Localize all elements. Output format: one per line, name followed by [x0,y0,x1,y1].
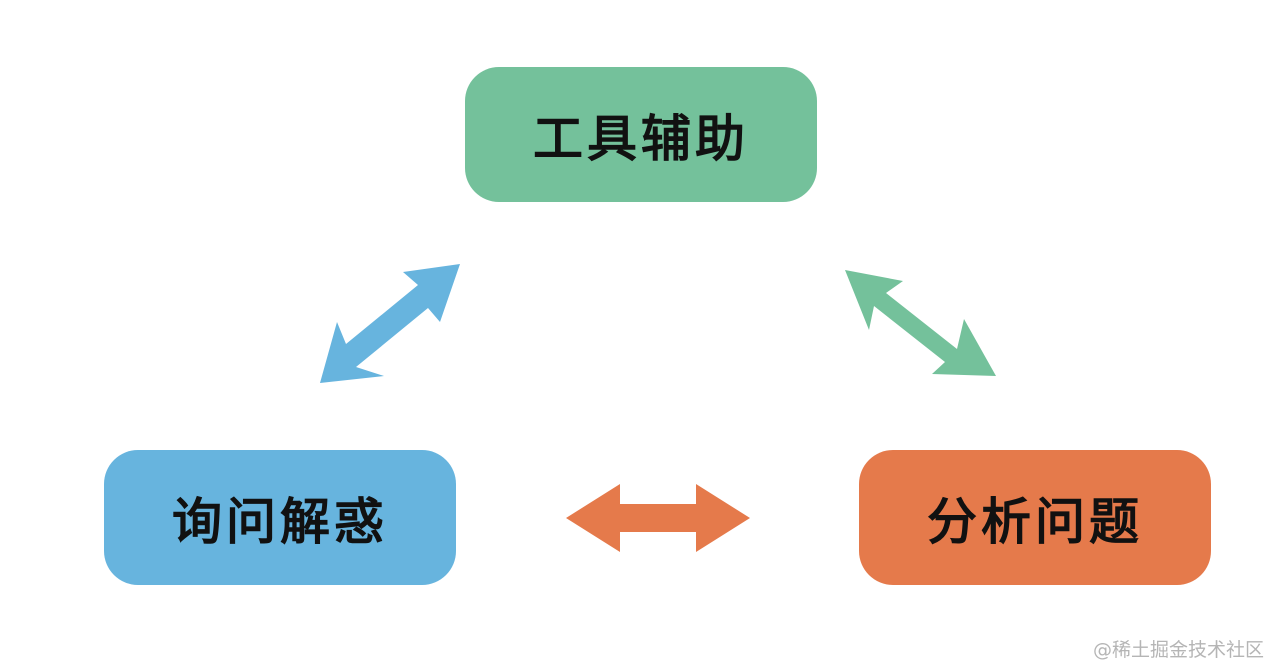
node-analyze-problem: 分析问题 [859,450,1211,585]
double-arrow-top-right [845,270,996,376]
node-tool-assist: 工具辅助 [465,67,817,202]
node-ask-question: 询问解惑 [104,450,456,585]
double-arrow-left-top [320,264,460,383]
node-ask-question-label: 询问解惑 [172,492,388,551]
watermark: @稀土掘金技术社区 [1092,639,1264,661]
double-arrow-left-right [566,484,750,552]
node-analyze-problem-label: 分析问题 [927,492,1143,551]
node-tool-assist-label: 工具辅助 [533,109,749,168]
